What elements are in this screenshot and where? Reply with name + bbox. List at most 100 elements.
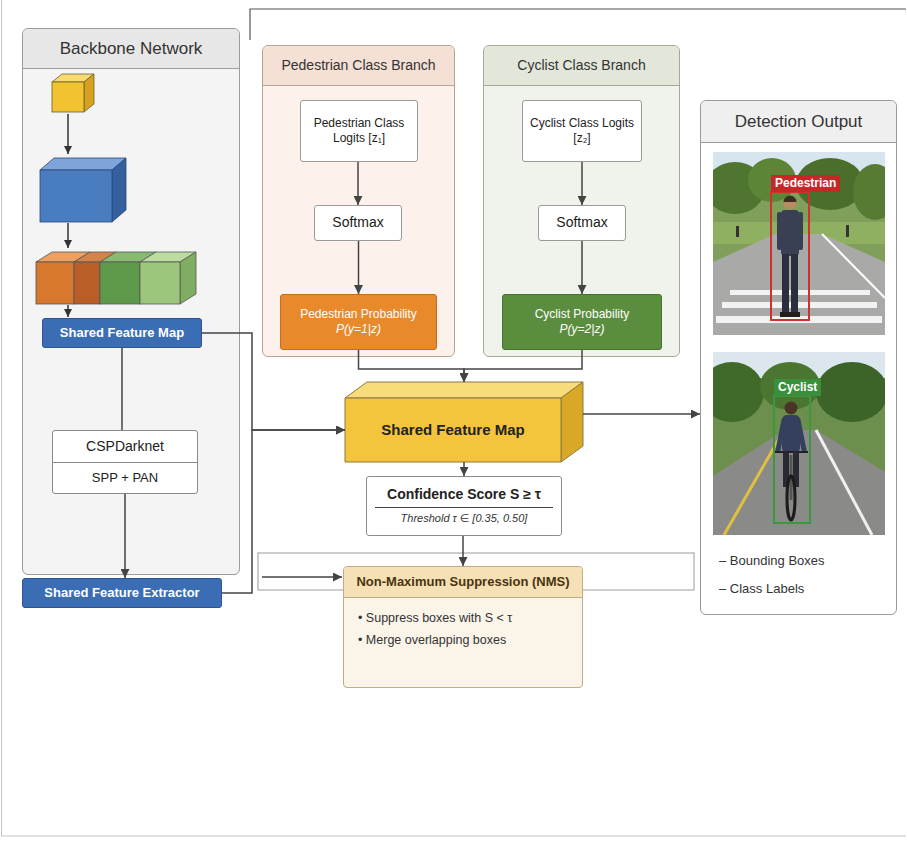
box-label: Shared Feature Map (49, 325, 195, 341)
tree (816, 362, 885, 422)
conv-slab (40, 158, 126, 222)
panel-header: Detection Output (701, 101, 896, 143)
connector-arrow (581, 241, 583, 294)
panel-header: Pedestrian Class Branch (263, 46, 454, 86)
logits-box: Cyclist Class Logits [z₂] (522, 100, 642, 162)
flow-arrow (67, 114, 69, 154)
connector-arrow (358, 241, 360, 294)
connector-arrow (464, 350, 582, 382)
person-head (784, 197, 797, 210)
tree (713, 362, 764, 422)
person-hair (784, 196, 797, 203)
threshold-condition: Confidence Score S ≥ τ (375, 486, 553, 508)
feature-map-cube: Shared Feature Map (345, 382, 583, 462)
panel-heading: Detection Output (735, 111, 863, 132)
box-label: Cyclist Class Logits [z₂] (529, 116, 635, 146)
text-anchor: – Class Labels (719, 581, 804, 597)
bounding-box (771, 192, 809, 320)
block-front (100, 262, 140, 304)
bounding-box (774, 396, 810, 523)
flow-arrow (67, 305, 69, 317)
probability-label: Pedestrian Probability (287, 307, 430, 322)
tree (796, 158, 864, 210)
panel-header: Cyclist Class Branch (484, 46, 679, 86)
backbone-neck: SPP + PAN (53, 462, 197, 493)
photo-label-anchor: Cyclist (774, 379, 821, 396)
frame-line (1, 0, 2, 836)
panel-header: Backbone Network (23, 29, 239, 69)
cyclist-photo (713, 352, 885, 535)
probability-box: Pedestrian ProbabilityP(y=1|z) (280, 294, 437, 350)
distant-person (736, 226, 739, 237)
connector-arrow (202, 333, 345, 430)
panel-heading: Pedestrian Class Branch (281, 57, 435, 75)
connector-arrow (121, 348, 123, 430)
nms-heading: Non-Maximum Suppression (NMS) (352, 574, 574, 590)
probability-box: Cyclist ProbabilityP(y=2|z) (502, 294, 662, 350)
block-front (36, 262, 74, 304)
person-leg (782, 254, 789, 314)
connector-arrow (357, 162, 359, 205)
probability-formula: P(y=2|z) (509, 322, 655, 337)
cube-top (345, 382, 583, 398)
softmax-box: Softmax (314, 205, 402, 241)
frame-line (250, 9, 906, 40)
nms-body: • Suppress boxes with S < τ• Merge overl… (344, 598, 582, 661)
nms-bullet: • Merge overlapping boxes (358, 630, 568, 651)
nms-box: Non-Maximum Suppression (NMS) • Suppress … (343, 566, 583, 688)
connector-arrow (463, 462, 465, 476)
person-shoe (780, 312, 790, 317)
block-front (74, 262, 100, 304)
connector-arrow (583, 413, 700, 415)
person-torso (781, 210, 799, 256)
backbone-name: CSPDarknet (53, 431, 197, 462)
feature-block (36, 252, 196, 304)
zebra-stripe (722, 302, 877, 308)
class-tag: Pedestrian (771, 175, 840, 192)
cyclist-torso (782, 415, 800, 453)
box-label: Softmax (321, 214, 395, 232)
cube-side (561, 382, 583, 462)
slab-top (40, 158, 126, 170)
logits-box: Pedestrian Class Logits [z₁] (300, 100, 418, 162)
connector-arrow (581, 162, 583, 205)
feature-map-box: Shared Feature Map (42, 318, 202, 348)
zebra-stripe (730, 290, 870, 295)
panel-heading: Backbone Network (60, 38, 203, 59)
photo-label-anchor: Pedestrian (771, 175, 840, 192)
output-item: – Bounding Boxes (719, 553, 825, 569)
frame-line (1, 836, 906, 837)
panel-heading: Cyclist Class Branch (517, 57, 645, 75)
cube-face: Shared Feature Map (345, 398, 561, 462)
cube-front (52, 82, 84, 112)
connector-arrow (462, 536, 464, 566)
probability-formula: P(y=1|z) (287, 322, 430, 337)
nms-header: Non-Maximum Suppression (NMS) (344, 567, 582, 598)
connector-arrow (222, 430, 345, 593)
class-tag: Cyclist (774, 379, 821, 396)
flow-arrow (67, 223, 69, 248)
bike-wheel (787, 476, 795, 520)
cyclist-head (785, 402, 798, 415)
threshold-range: Threshold τ ∈ [0.35, 0.50] (375, 512, 553, 526)
block-side (180, 252, 196, 304)
person-leg (791, 254, 798, 314)
extractor-box: Shared Feature Extractor (22, 578, 222, 608)
lane-line (816, 430, 872, 535)
box-label: Shared Feature Map (381, 421, 524, 440)
bar-arrow (262, 576, 342, 578)
slab-front (40, 170, 112, 222)
nms-bullet: • Suppress boxes with S < τ (358, 608, 568, 629)
backbone-box: CSPDarknetSPP + PAN (52, 430, 198, 494)
tree (853, 164, 885, 220)
slab-side (112, 158, 126, 222)
distant-person (846, 225, 849, 237)
connector-arrow (124, 494, 126, 578)
softmax-box: Softmax (538, 205, 626, 241)
person-shoe (790, 312, 800, 317)
pedestrian-photo (713, 152, 885, 335)
block-front (140, 262, 180, 304)
probability-label: Cyclist Probability (509, 307, 655, 322)
box-label: Softmax (545, 214, 619, 232)
text-anchor: – Bounding Boxes (719, 553, 825, 569)
